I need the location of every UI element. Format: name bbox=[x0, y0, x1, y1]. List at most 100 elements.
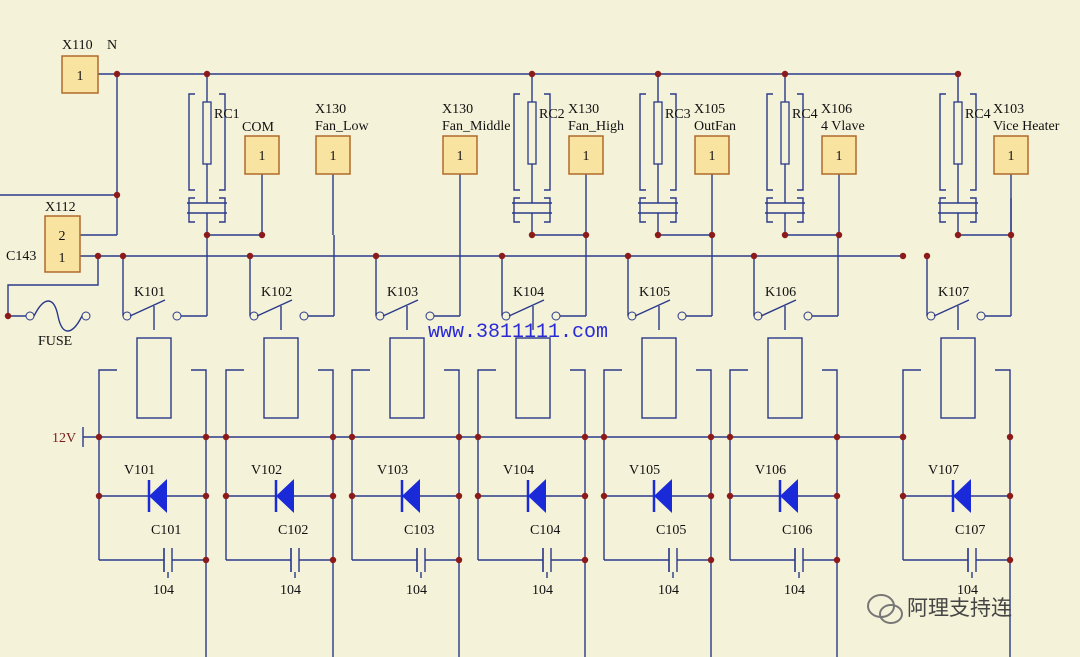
junction-node bbox=[781, 70, 789, 78]
website-url: www.3811111.com bbox=[428, 321, 608, 344]
junction-node bbox=[954, 70, 962, 78]
relay-contact bbox=[375, 311, 385, 321]
snubber-bracket bbox=[939, 197, 946, 223]
heater-name: Vice Heater bbox=[993, 119, 1060, 134]
snubber-bracket bbox=[188, 93, 195, 191]
fan-middle-pin: 1 bbox=[457, 149, 464, 164]
relay-contact bbox=[122, 311, 132, 321]
snubber-label: RC4 bbox=[965, 107, 991, 122]
capacitor-value: 104 bbox=[532, 583, 553, 598]
snubber-bracket bbox=[219, 197, 226, 223]
diode-label: V107 bbox=[928, 463, 959, 478]
fan-high-connector bbox=[568, 135, 604, 175]
fan-high-ref: X130 bbox=[568, 102, 599, 117]
fuse-terminal bbox=[25, 311, 35, 321]
heater-pin: 1 bbox=[1008, 149, 1015, 164]
snubber-bracket bbox=[188, 197, 195, 223]
relay-coil-bracket bbox=[696, 369, 712, 378]
snubber-label: RC3 bbox=[665, 107, 691, 122]
junction-node bbox=[899, 252, 907, 260]
capacitor-value: 104 bbox=[658, 583, 679, 598]
x110-pin: 1 bbox=[77, 69, 84, 84]
snubber-resistor bbox=[527, 101, 537, 165]
fan-high-pin: 1 bbox=[583, 149, 590, 164]
fuse-label: FUSE bbox=[38, 334, 72, 349]
relay-coil bbox=[263, 337, 299, 419]
supply-12v-label: 12V bbox=[52, 431, 76, 446]
relay-switch-blade bbox=[760, 299, 797, 317]
junction-node bbox=[202, 433, 210, 441]
fan-middle-connector bbox=[442, 135, 478, 175]
relay-coil-bracket bbox=[570, 369, 586, 378]
relay-coil bbox=[136, 337, 172, 419]
junction-node bbox=[707, 433, 715, 441]
junction-node bbox=[1007, 231, 1015, 239]
valve-ref: X106 bbox=[821, 102, 852, 117]
fuse-terminal bbox=[81, 311, 91, 321]
snubber-bracket bbox=[766, 93, 773, 191]
diode-label: V101 bbox=[124, 463, 155, 478]
snubber-bracket bbox=[639, 93, 646, 191]
relay-coil-bracket bbox=[603, 369, 622, 378]
junction-node bbox=[654, 70, 662, 78]
junction-node bbox=[528, 231, 536, 239]
junction-node bbox=[203, 70, 211, 78]
snubber-resistor bbox=[953, 101, 963, 165]
snubber-bracket bbox=[513, 197, 520, 223]
junction-node bbox=[202, 556, 210, 564]
x112-ref: X112 bbox=[45, 200, 76, 215]
valve-pin: 1 bbox=[836, 149, 843, 164]
junction-node bbox=[750, 252, 758, 260]
relay-coil-bracket bbox=[318, 369, 334, 378]
outfan-pin: 1 bbox=[709, 149, 716, 164]
x110-ref: X110 bbox=[62, 38, 93, 53]
junction-node bbox=[600, 492, 608, 500]
snubber-label: RC4 bbox=[792, 107, 818, 122]
relay-contact bbox=[677, 311, 687, 321]
diode-label: V103 bbox=[377, 463, 408, 478]
junction-node bbox=[707, 556, 715, 564]
relay-label: K106 bbox=[765, 285, 796, 300]
wechat-logo-icon bbox=[867, 594, 903, 624]
capacitor-label: C104 bbox=[530, 523, 560, 538]
fan-middle-ref: X130 bbox=[442, 102, 473, 117]
watermark-text: 阿理支持连 bbox=[907, 596, 1012, 620]
junction-node bbox=[4, 312, 12, 320]
capacitor-value: 104 bbox=[784, 583, 805, 598]
c143-label: C143 bbox=[6, 249, 36, 264]
x112-pin-1: 1 bbox=[59, 251, 66, 266]
junction-node bbox=[581, 556, 589, 564]
diode-label: V106 bbox=[755, 463, 786, 478]
snubber-bracket bbox=[766, 197, 773, 223]
com-connector bbox=[244, 135, 280, 175]
junction-node bbox=[1006, 433, 1014, 441]
relay-label: K104 bbox=[513, 285, 544, 300]
capacitor-value: 104 bbox=[153, 583, 174, 598]
junction-node bbox=[246, 252, 254, 260]
relay-contact bbox=[249, 311, 259, 321]
snubber-bracket bbox=[970, 197, 977, 223]
junction-node bbox=[708, 231, 716, 239]
diode-label: V102 bbox=[251, 463, 282, 478]
junction-node bbox=[624, 252, 632, 260]
capacitor-value: 104 bbox=[280, 583, 301, 598]
junction-node bbox=[581, 492, 589, 500]
heater-connector bbox=[993, 135, 1029, 175]
junction-node bbox=[372, 252, 380, 260]
relay-switch-blade bbox=[256, 299, 293, 317]
relay-contact bbox=[299, 311, 309, 321]
outfan-ref: X105 bbox=[694, 102, 725, 117]
relay-contact bbox=[926, 311, 936, 321]
junction-node bbox=[1006, 492, 1014, 500]
diode-label: V105 bbox=[629, 463, 660, 478]
junction-node bbox=[222, 433, 230, 441]
junction-node bbox=[455, 433, 463, 441]
outfan-connector bbox=[694, 135, 730, 175]
capacitor-value: 104 bbox=[957, 583, 978, 598]
snubber-resistor bbox=[780, 101, 790, 165]
junction-node bbox=[329, 433, 337, 441]
relay-coil-bracket bbox=[444, 369, 460, 378]
relay-contact bbox=[753, 311, 763, 321]
capacitor-label: C101 bbox=[151, 523, 181, 538]
junction-node bbox=[222, 492, 230, 500]
